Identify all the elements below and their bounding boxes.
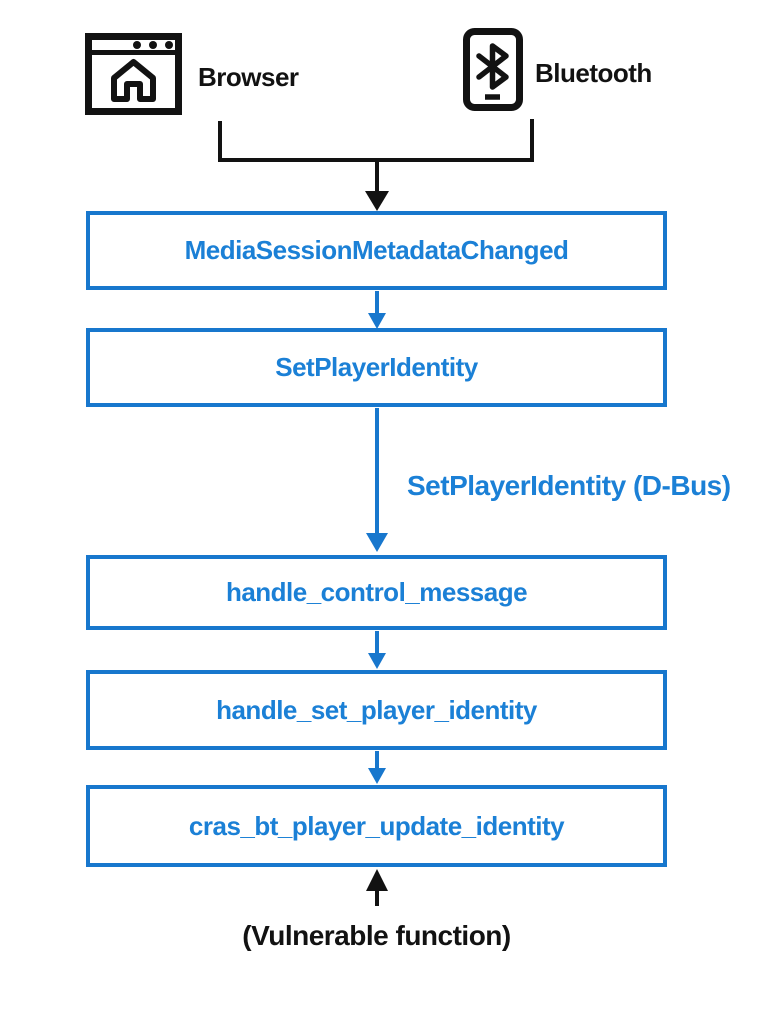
- browser-label: Browser: [198, 62, 299, 92]
- box-set-player-identity: SetPlayerIdentity: [86, 328, 667, 407]
- vulnerable-pointer-arrow: [366, 869, 388, 906]
- browser-window-icon: [85, 33, 182, 115]
- dbus-edge-label: SetPlayerIdentity (D-Bus): [407, 470, 731, 501]
- box-cras-bt-player-update-identity: cras_bt_player_update_identity: [86, 785, 667, 867]
- flow-arrow-1: [368, 291, 386, 329]
- vulnerable-function-caption: (Vulnerable function): [242, 920, 511, 951]
- box-handle-control-message: handle_control_message: [86, 555, 667, 630]
- flow-arrow-dbus: [366, 408, 388, 552]
- flow-arrow-3: [368, 631, 386, 669]
- box-handle-set-player-identity: handle_set_player_identity: [86, 670, 667, 750]
- merge-bracket: [218, 119, 534, 211]
- flow-arrow-4: [368, 751, 386, 784]
- bluetooth-phone-icon: [462, 27, 524, 112]
- box-media-session-metadata-changed: MediaSessionMetadataChanged: [86, 211, 667, 290]
- bluetooth-label: Bluetooth: [535, 58, 652, 88]
